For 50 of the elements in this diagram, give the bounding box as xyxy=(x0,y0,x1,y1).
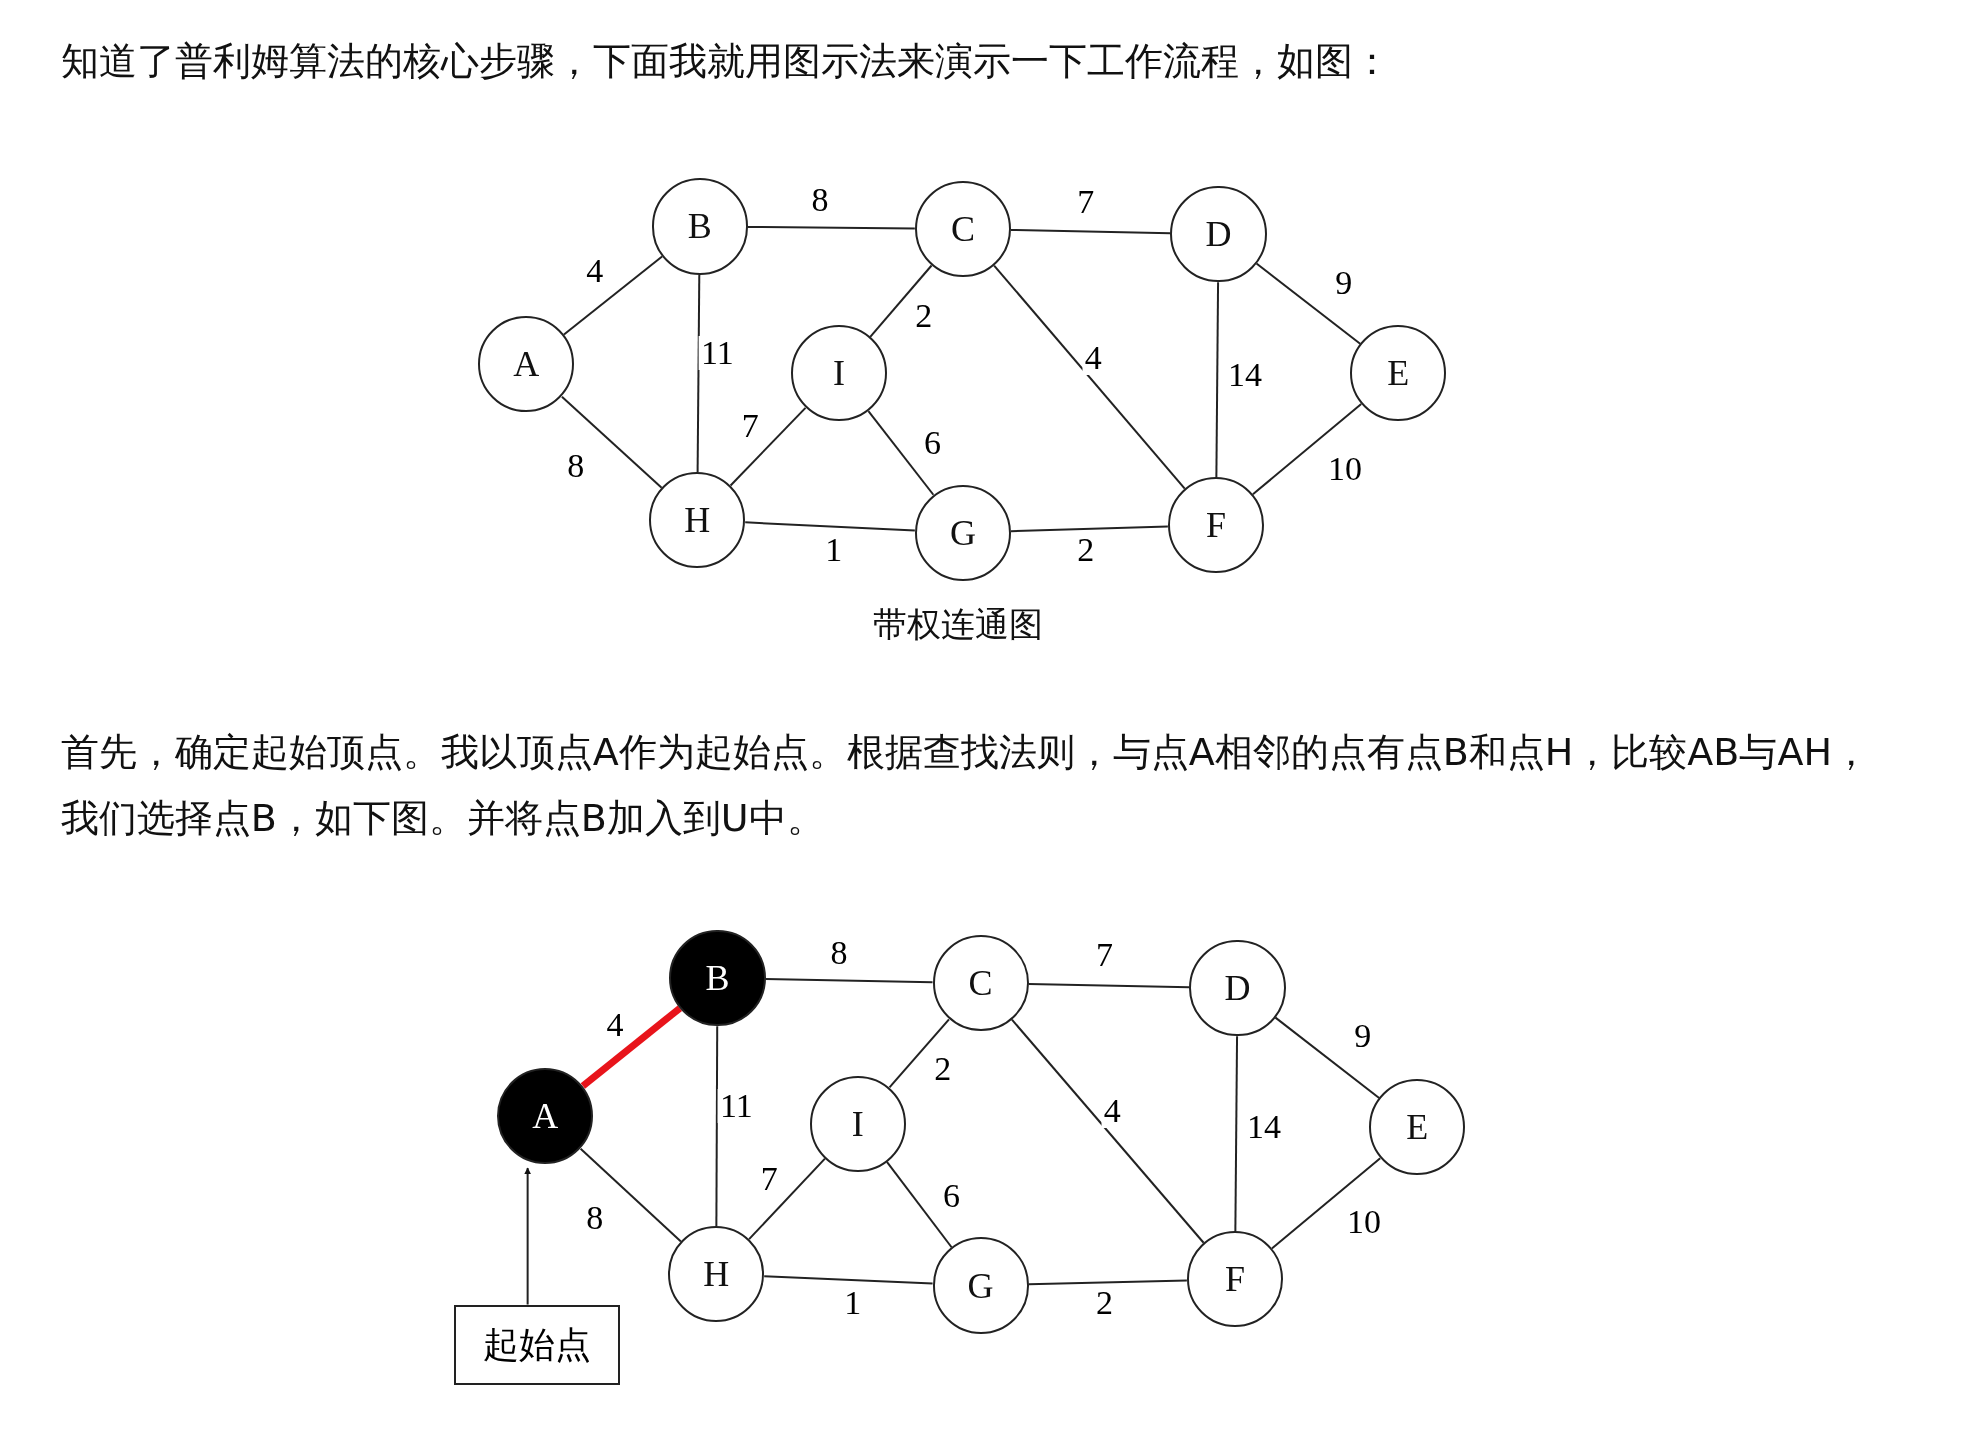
graph-edge xyxy=(867,410,935,496)
vertex-circle: C xyxy=(932,935,1029,1032)
vertex-circle: G xyxy=(932,1237,1029,1334)
graph-edge xyxy=(715,1025,719,1228)
vertex-circle: D xyxy=(1170,186,1267,283)
graph-caption: 带权连通图 xyxy=(873,602,1045,646)
vertex-circle: H xyxy=(668,1226,765,1323)
graph-edge xyxy=(1234,1035,1239,1233)
graph-edge xyxy=(1251,403,1363,496)
graph-edge xyxy=(1010,1018,1205,1244)
graph-edge xyxy=(746,225,916,230)
vertex-circle: H xyxy=(649,471,746,569)
vertex-circle: A xyxy=(497,1067,594,1165)
graph-edge xyxy=(1027,1279,1188,1286)
text: 知道了普利姆算法的核心步骤，下面我就用图示法来演示一下工作流程，如图： xyxy=(60,37,1392,85)
graph-edge xyxy=(1215,281,1220,478)
graph-edge xyxy=(563,255,664,336)
graph-edge xyxy=(748,1157,826,1241)
vertex-circle: C xyxy=(914,180,1011,278)
graph-edge xyxy=(729,406,807,487)
graph-edge xyxy=(763,1275,934,1285)
graph-edge xyxy=(560,395,663,489)
vertex-circle: F xyxy=(1186,1231,1283,1328)
vertex-circle: D xyxy=(1189,940,1286,1037)
graph-edge xyxy=(744,521,916,532)
graph-edge xyxy=(764,978,934,984)
graph-edge xyxy=(1270,1157,1382,1250)
graph-edge xyxy=(885,1160,953,1249)
paragraph: 首先，确定起始顶点。我以顶点A作为起始点。根据查找法则，与点A相邻的点有点B和点H，比较AB与AH，我们选择点B，如下图。并将点B加入到U中。 xyxy=(60,728,1871,843)
graph-edge xyxy=(888,1018,950,1089)
graph-edge xyxy=(1027,983,1191,989)
start-point-box: 起始点 xyxy=(454,1304,620,1386)
vertex-circle: I xyxy=(809,1075,906,1172)
vertex-circle: G xyxy=(914,484,1011,581)
graph-edge xyxy=(1255,262,1362,345)
vertex-circle: F xyxy=(1167,477,1265,574)
vertex-circle: B xyxy=(651,178,748,275)
vertex-circle: E xyxy=(1369,1079,1466,1176)
vertex-circle: A xyxy=(478,316,575,413)
graph-edge xyxy=(869,264,933,338)
vertex-circle: E xyxy=(1350,325,1447,422)
vertex-circle: B xyxy=(669,930,766,1027)
vertex-circle: I xyxy=(790,325,887,422)
graph-edge xyxy=(580,1005,683,1089)
graph-edge xyxy=(993,264,1186,490)
graph-edge xyxy=(579,1147,682,1243)
arrow xyxy=(524,1167,532,1306)
graph-edge xyxy=(1009,525,1169,533)
graph-edge xyxy=(1009,228,1172,235)
graph-edge xyxy=(1274,1016,1381,1099)
